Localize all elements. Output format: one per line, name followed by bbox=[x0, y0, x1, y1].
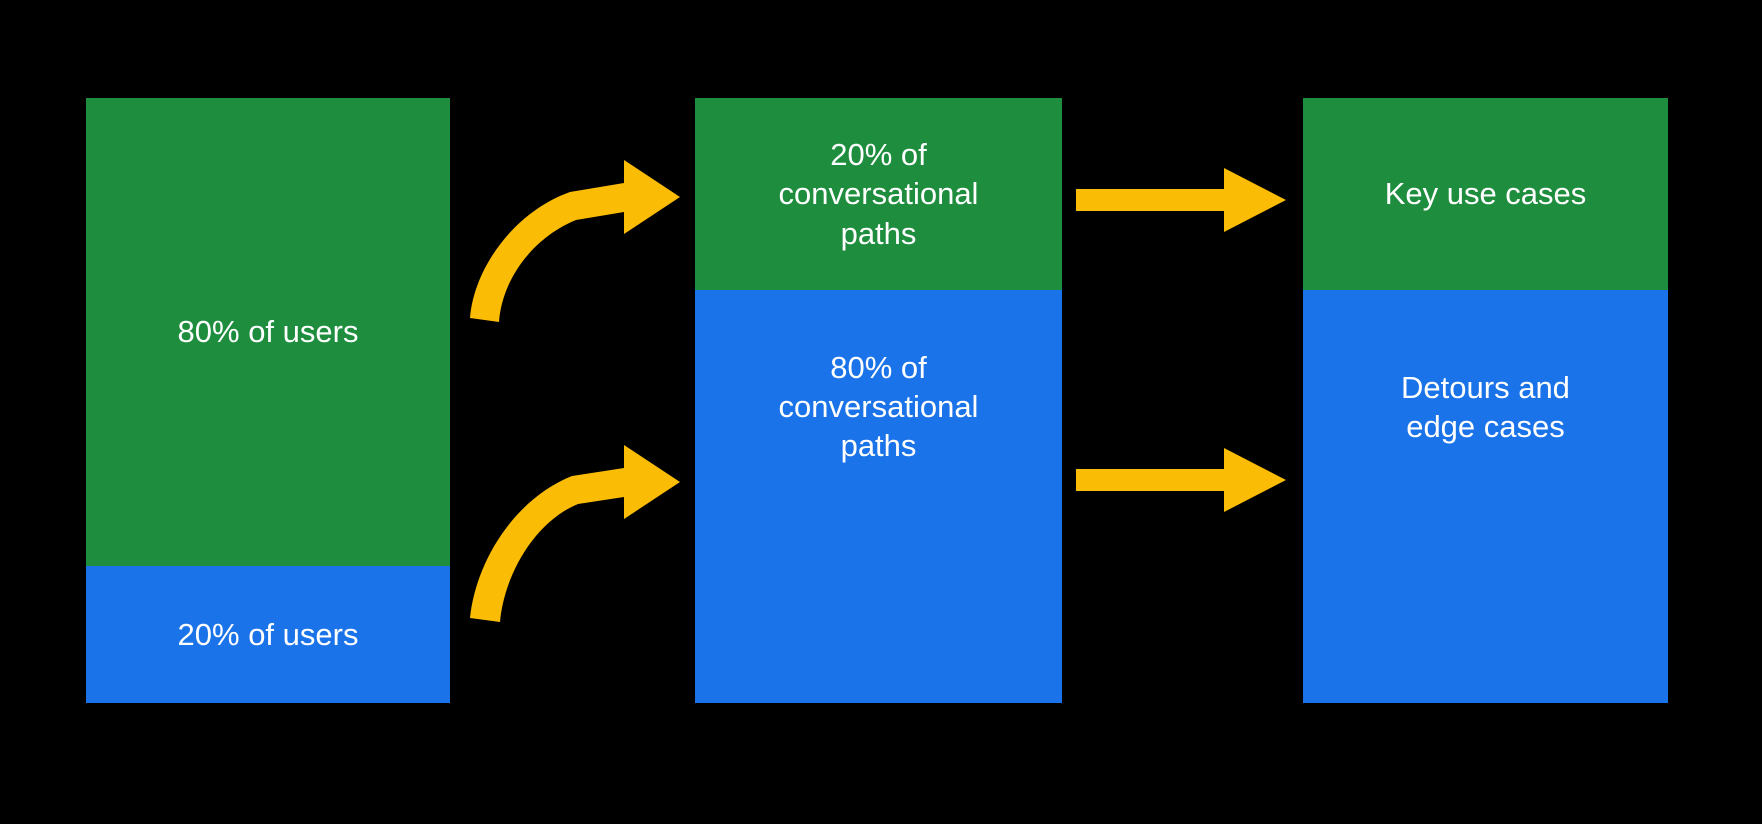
segment-users-majority: 80% of users bbox=[86, 98, 450, 566]
segment-key-use-cases: Key use cases bbox=[1303, 98, 1668, 290]
column-outcomes: Key use cases Detours and edge cases bbox=[1303, 98, 1668, 703]
column-conversational-paths: 20% of conversational paths 80% of conve… bbox=[695, 98, 1062, 703]
segment-users-minority: 20% of users bbox=[86, 566, 450, 703]
segment-detours-edge-cases: Detours and edge cases bbox=[1303, 290, 1668, 703]
curved-arrow-top-icon bbox=[470, 160, 680, 322]
segment-paths-majority: 80% of conversational paths bbox=[695, 290, 1062, 703]
column-users: 80% of users 20% of users bbox=[86, 98, 450, 703]
straight-arrow-top-icon bbox=[1076, 168, 1286, 232]
segment-paths-minority: 20% of conversational paths bbox=[695, 98, 1062, 290]
curved-arrow-bottom-icon bbox=[470, 445, 680, 622]
straight-arrow-bottom-icon bbox=[1076, 448, 1286, 512]
